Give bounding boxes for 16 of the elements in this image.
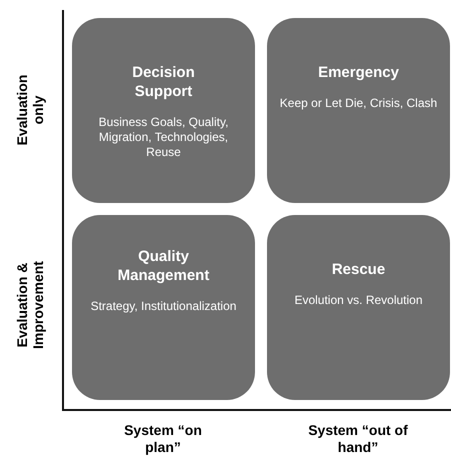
quadrant-title: Decision Support	[131, 63, 196, 101]
quadrant-description: Business Goals, Quality, Migration, Technologies, Reuse	[98, 115, 230, 160]
axis-label: Evaluation only	[14, 74, 46, 148]
quadrant-box	[267, 215, 450, 400]
quadrant-box	[267, 18, 450, 203]
axis-label: Evaluation & Improvement	[14, 260, 46, 351]
quadrant-description: Evolution vs. Revolution	[293, 293, 424, 308]
quadrant-box	[72, 18, 255, 203]
quadrant-title: Quality Management	[116, 247, 210, 285]
axis-label: System “out of hand”	[307, 422, 409, 456]
quadrant-description: Strategy, Institutionalization	[90, 299, 238, 314]
quadrant-description: Keep or Let Die, Crisis, Clash	[278, 96, 438, 111]
quadrant-title: Rescue	[330, 260, 386, 279]
quadrant-title: Emergency	[317, 63, 400, 82]
axis-label: System “on plan”	[123, 422, 203, 456]
quadrant-box	[72, 215, 255, 400]
